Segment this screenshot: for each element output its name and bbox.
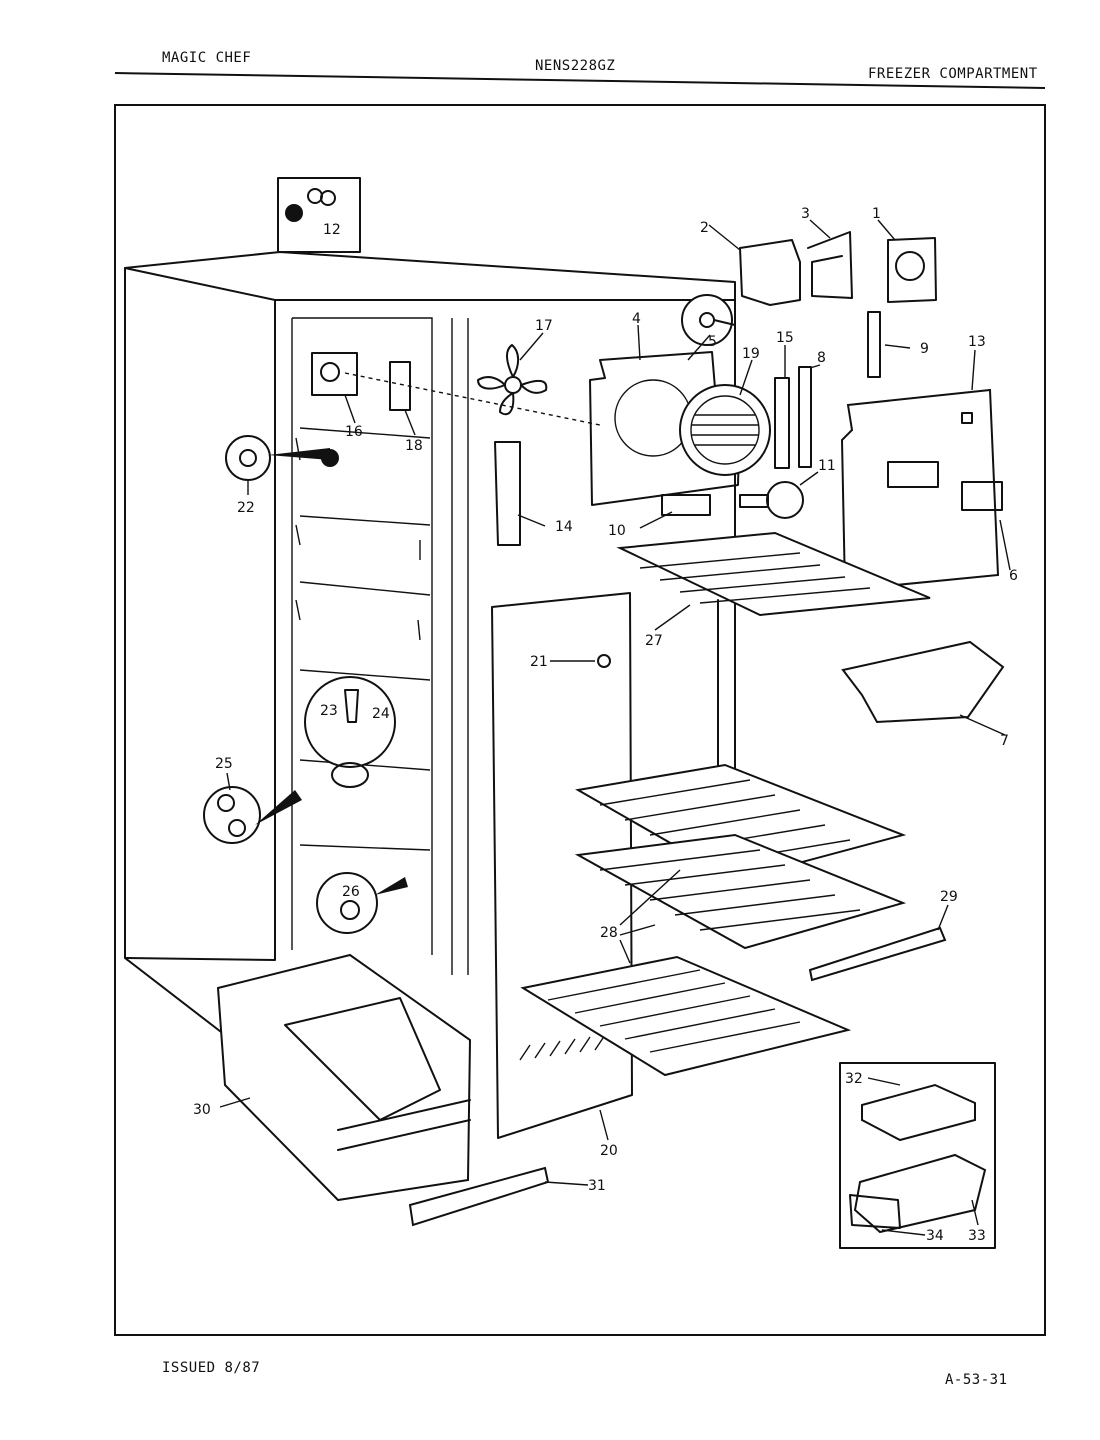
part-2-bracket [739, 239, 801, 306]
label-30: 30 [193, 1102, 211, 1118]
label-22: 22 [237, 500, 255, 516]
model-number: NENS228GZ [535, 58, 616, 74]
part-23-24-detail [304, 676, 396, 788]
drawing-frame [114, 104, 1046, 1336]
brand-name: MAGIC CHEF [162, 50, 252, 66]
part-29-trim [808, 926, 947, 982]
label-11: 11 [818, 458, 836, 474]
label-9: 9 [920, 341, 929, 357]
label-2: 2 [700, 220, 709, 236]
part-16-control [311, 352, 358, 396]
part-17-fan [477, 344, 548, 416]
label-18: 18 [405, 438, 423, 454]
part-10-light-socket [661, 494, 711, 516]
part-11-bulb [739, 481, 804, 519]
part-22-button [225, 435, 339, 481]
label-7: 7 [1000, 733, 1009, 749]
cabinet-body [124, 251, 736, 1036]
part-3-bracket [807, 231, 853, 299]
part-18-bracket [389, 361, 411, 411]
label-1: 1 [872, 206, 881, 222]
label-4: 4 [632, 311, 641, 327]
part-28-shelf-lower [574, 833, 907, 950]
part-7-bin [841, 640, 1005, 724]
part-5-motor-detail [681, 294, 736, 346]
label-25: 25 [215, 756, 233, 772]
label-16: 16 [345, 424, 363, 440]
part-12-inset [277, 177, 361, 253]
label-31: 31 [588, 1178, 606, 1194]
part-27-shelf [616, 531, 931, 617]
part-26-detail [316, 872, 408, 934]
label-34: 34 [926, 1228, 944, 1244]
label-19: 19 [742, 346, 760, 362]
header-rule [114, 72, 1046, 89]
label-27: 27 [645, 633, 663, 649]
label-5: 5 [708, 334, 717, 350]
label-3: 3 [801, 206, 810, 222]
part-20-back-panel [491, 592, 633, 1139]
label-28: 28 [600, 925, 618, 941]
label-26: 26 [342, 884, 360, 900]
part-14-bracket [494, 441, 521, 546]
part-21-screw [597, 654, 611, 668]
label-13: 13 [968, 334, 986, 350]
part-15-strip [774, 377, 790, 469]
label-14: 14 [555, 519, 573, 535]
part-1-light-housing [887, 237, 937, 303]
label-29: 29 [940, 889, 958, 905]
label-21: 21 [530, 654, 548, 670]
part-13-cover-panel [840, 388, 1003, 592]
part-9-strip [867, 311, 881, 378]
part-8-strip [798, 366, 812, 468]
part-19-fan-grille [679, 384, 771, 476]
leader-lines [219, 219, 1011, 1236]
label-6: 6 [1009, 568, 1018, 584]
label-32: 32 [845, 1071, 863, 1087]
section-title: FREEZER COMPARTMENT [868, 66, 1038, 82]
label-23: 23 [320, 703, 338, 719]
label-10: 10 [608, 523, 626, 539]
label-12: 12 [323, 222, 341, 238]
page-code: A-53-31 [945, 1372, 1008, 1388]
issued-date: ISSUED 8/87 [162, 1360, 261, 1376]
part-25-detail [203, 786, 302, 844]
label-24: 24 [372, 706, 390, 722]
label-15: 15 [776, 330, 794, 346]
label-8: 8 [817, 350, 826, 366]
part-30-pan [216, 953, 472, 1202]
ice-tray-inset [839, 1062, 996, 1249]
label-33: 33 [968, 1228, 986, 1244]
label-17: 17 [535, 318, 553, 334]
label-20: 20 [600, 1143, 618, 1159]
part-28-shelf-bottom [520, 955, 852, 1077]
